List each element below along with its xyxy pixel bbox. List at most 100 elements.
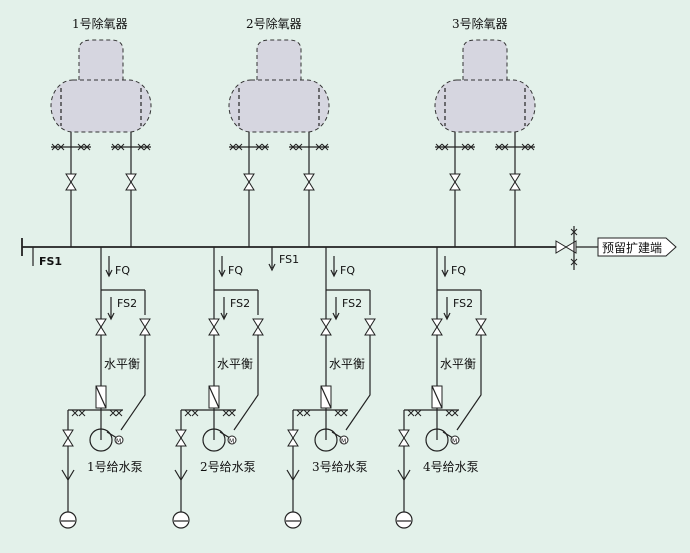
pump-2-motor-label: M bbox=[229, 438, 234, 445]
deaerator-2-cross-mark bbox=[235, 143, 243, 151]
pump-4-inlet-valve bbox=[431, 318, 443, 336]
pump-1-cross-mark bbox=[109, 409, 117, 417]
reserve-cross-marks bbox=[570, 228, 578, 266]
pump-3-inlet-valve bbox=[320, 318, 332, 336]
pump-3-motor-label: M bbox=[341, 438, 346, 445]
deaerator-2-valve-1 bbox=[243, 173, 255, 191]
deaerator-3 bbox=[434, 39, 536, 247]
pump-1-drain-tank-icon bbox=[59, 511, 77, 529]
deaerator-1-tank bbox=[50, 79, 152, 133]
pump-2-label: 2号给水泵 bbox=[200, 460, 256, 474]
deaerator-3-valve-2 bbox=[509, 173, 521, 191]
reserve-end-label: 预留扩建端 bbox=[602, 241, 662, 255]
deaerator-3-cross-mark bbox=[435, 143, 443, 151]
deaerator-1-cross-mark bbox=[117, 143, 125, 151]
deaerator-3-cross-mark bbox=[467, 143, 475, 151]
pump-1-fs2-label: FS2 bbox=[117, 297, 137, 310]
deaerator-3-cross-mark bbox=[501, 143, 509, 151]
pump-3-drain-tank-icon bbox=[284, 511, 302, 529]
pump-1-inlet-valve bbox=[95, 318, 107, 336]
deaerator-3-dome bbox=[462, 39, 508, 80]
deaerator-3-tank bbox=[434, 79, 536, 133]
pump-4-cross-mark bbox=[414, 409, 422, 417]
deaerator-1-cross-mark bbox=[83, 143, 91, 151]
pump-1-label: 1号给水泵 bbox=[87, 460, 143, 474]
deaerator-2-tank bbox=[228, 79, 330, 133]
pump-1-drain-valve bbox=[62, 429, 74, 447]
deaerator-2-cross-mark bbox=[229, 143, 237, 151]
deaerator-1-cross-mark bbox=[137, 143, 145, 151]
pump-4-cross-mark bbox=[451, 409, 459, 417]
deaerator-1-valve-2 bbox=[125, 173, 137, 191]
pump-4-motor-label: M bbox=[452, 438, 457, 445]
deaerator-2-cross-mark bbox=[261, 143, 269, 151]
pump-2-fq-label: FQ bbox=[228, 264, 243, 277]
pump-2-drain-tank-icon bbox=[172, 511, 190, 529]
deaerator-2-cross-mark bbox=[255, 143, 263, 151]
pump-3-label: 3号给水泵 bbox=[312, 460, 368, 474]
pump-1-filter-diag bbox=[95, 385, 107, 409]
pump-3-fq-arrow bbox=[330, 269, 338, 278]
deaerator-3-title: 3号除氧器 bbox=[452, 16, 508, 31]
pump-3-balance-valve bbox=[364, 318, 376, 336]
pump-4-cross-mark bbox=[407, 409, 415, 417]
deaerator-3-cross-mark bbox=[461, 143, 469, 151]
deaerator-3-valve-1 bbox=[449, 173, 461, 191]
pump-1-motor-icon bbox=[114, 435, 124, 445]
pump-2-cross-mark bbox=[191, 409, 199, 417]
deaerator-1-title: 1号除氧器 bbox=[72, 16, 128, 31]
pump-2-balance-valve bbox=[252, 318, 264, 336]
pump-4-label: 4号给水泵 bbox=[423, 460, 479, 474]
pump-4-drain-valve bbox=[398, 429, 410, 447]
pump-4-fs2-label: FS2 bbox=[453, 297, 473, 310]
deaerator-3-cross-mark bbox=[521, 143, 529, 151]
pump-4-fq-arrow bbox=[441, 269, 449, 278]
deaerator-2 bbox=[228, 39, 330, 247]
deaerator-3-cross-mark bbox=[527, 143, 535, 151]
fs1-left-label: FS1 bbox=[39, 255, 62, 268]
pump-2-cross-mark bbox=[228, 409, 236, 417]
pump-4-fq-label: FQ bbox=[451, 264, 466, 277]
pump-3-fs2-label: FS2 bbox=[342, 297, 362, 310]
pump-branch-3: FQ FS2 水平衡 M 3号给水泵 bbox=[284, 247, 376, 529]
pump-2-motor-icon bbox=[227, 435, 237, 445]
deaerator-1-valve-1 bbox=[65, 173, 77, 191]
pump-1-balance-valve bbox=[139, 318, 151, 336]
deaerator-1-dome bbox=[78, 39, 124, 80]
pump-4-motor-icon bbox=[450, 435, 460, 445]
pump-1-balance-label: 水平衡 bbox=[104, 357, 140, 371]
reserve-valve-icon bbox=[555, 240, 577, 254]
deaerator-3-cross-mark bbox=[495, 143, 503, 151]
pump-4-drain-tank-icon bbox=[395, 511, 413, 529]
pump-4-balance-label: 水平衡 bbox=[440, 357, 476, 371]
deaerator-2-cross-mark bbox=[295, 143, 303, 151]
pump-3-fq-label: FQ bbox=[340, 264, 355, 277]
deaerator-2-cross-mark bbox=[289, 143, 297, 151]
pump-3-cross-mark bbox=[340, 409, 348, 417]
deaerator-2-valve-2 bbox=[303, 173, 315, 191]
pump-3-cross-mark bbox=[303, 409, 311, 417]
deaerator-2-cross-mark bbox=[315, 143, 323, 151]
reserve-end-arrow-box bbox=[597, 237, 677, 257]
pump-3-balance-line bbox=[345, 335, 371, 431]
pump-4-balance-valve bbox=[475, 318, 487, 336]
pump-3-cross-mark bbox=[296, 409, 304, 417]
pump-3-pump-icon bbox=[314, 428, 338, 452]
pump-1-fq-label: FQ bbox=[115, 264, 130, 277]
pump-1-motor-link bbox=[106, 431, 118, 439]
pump-3-fs2-arrow bbox=[332, 312, 340, 321]
pump-4-motor-link bbox=[442, 431, 454, 439]
pump-1-cross-mark bbox=[115, 409, 123, 417]
pump-2-inlet-valve bbox=[208, 318, 220, 336]
pump-1-fq-arrow bbox=[105, 269, 113, 278]
pump-1-balance-line bbox=[120, 335, 146, 431]
deaerator-3-cross-mark bbox=[441, 143, 449, 151]
pump-2-drain-valve bbox=[175, 429, 187, 447]
pump-4-balance-line bbox=[456, 335, 482, 431]
pump-2-fq-arrow bbox=[218, 269, 226, 278]
pump-2-cross-mark bbox=[222, 409, 230, 417]
pump-2-balance-label: 水平衡 bbox=[217, 357, 253, 371]
pump-3-balance-label: 水平衡 bbox=[329, 357, 365, 371]
